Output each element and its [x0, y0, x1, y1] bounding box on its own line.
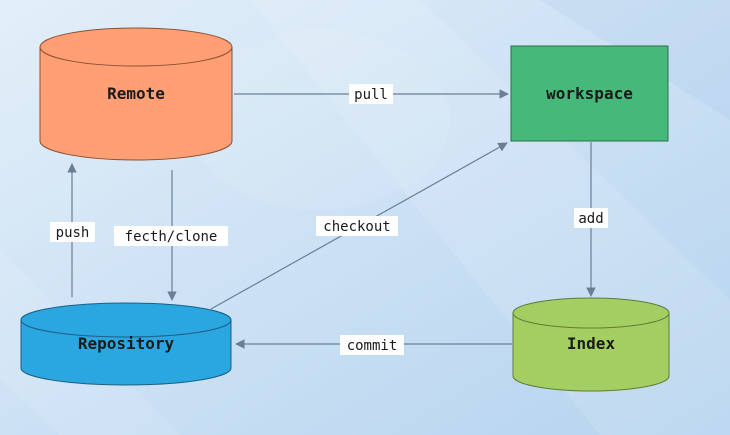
edge-label-fetch-clone-text: fecth/clone [125, 229, 218, 245]
edge-label-add: add [574, 208, 608, 228]
node-index: Index [512, 297, 670, 392]
index-cylinder-body [512, 312, 670, 392]
edge-label-checkout: checkout [316, 216, 398, 236]
edge-label-push: push [50, 222, 95, 242]
edge-label-pull-text: pull [354, 87, 388, 103]
edge-labels: pull push fecth/clone checkout add commi… [50, 84, 608, 355]
workspace-label: workspace [546, 84, 633, 103]
edge-label-commit: commit [340, 335, 404, 355]
remote-cylinder-top [39, 27, 233, 67]
index-cylinder-top [512, 297, 670, 329]
index-label: Index [567, 334, 616, 353]
edge-label-push-text: push [56, 225, 90, 241]
repository-cylinder-top [20, 302, 232, 338]
workspace-box [510, 45, 669, 142]
remote-cylinder-body [39, 46, 233, 161]
node-workspace: workspace [510, 45, 669, 142]
remote-label: Remote [107, 84, 165, 103]
node-remote: Remote [39, 27, 233, 161]
edge-label-pull: pull [349, 84, 393, 104]
edge-label-checkout-text: checkout [323, 219, 390, 235]
edge-label-add-text: add [578, 211, 603, 227]
repository-label: Repository [78, 334, 175, 353]
repository-cylinder-body [20, 319, 232, 386]
edge-label-commit-text: commit [347, 338, 398, 354]
edge-label-fetch-clone: fecth/clone [114, 226, 228, 246]
node-repository: Repository [20, 302, 232, 386]
